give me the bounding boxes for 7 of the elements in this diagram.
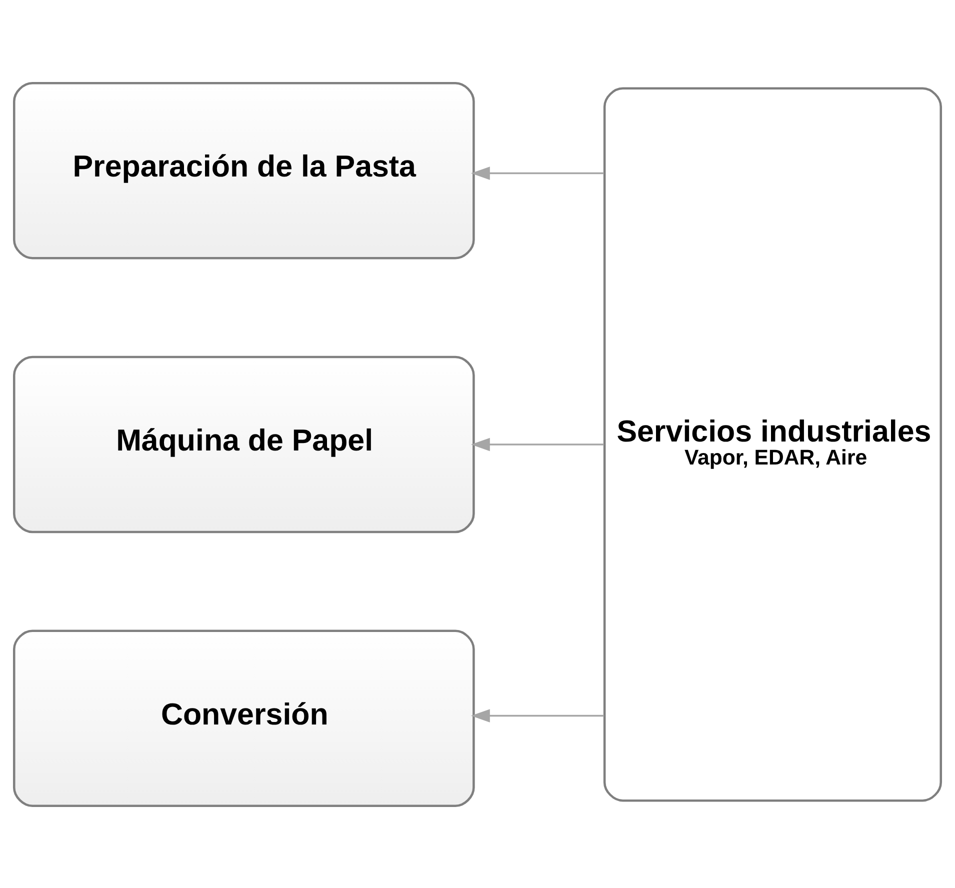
node-box: Conversión xyxy=(12,629,475,807)
arrow xyxy=(471,166,604,180)
node-box: Servicios industriales Vapor, EDAR, Aire xyxy=(603,86,942,802)
node-box: Máquina de Papel xyxy=(12,355,475,533)
node-box: Preparación de la Pasta xyxy=(12,81,475,259)
arrow xyxy=(471,708,604,722)
arrow xyxy=(471,437,604,451)
